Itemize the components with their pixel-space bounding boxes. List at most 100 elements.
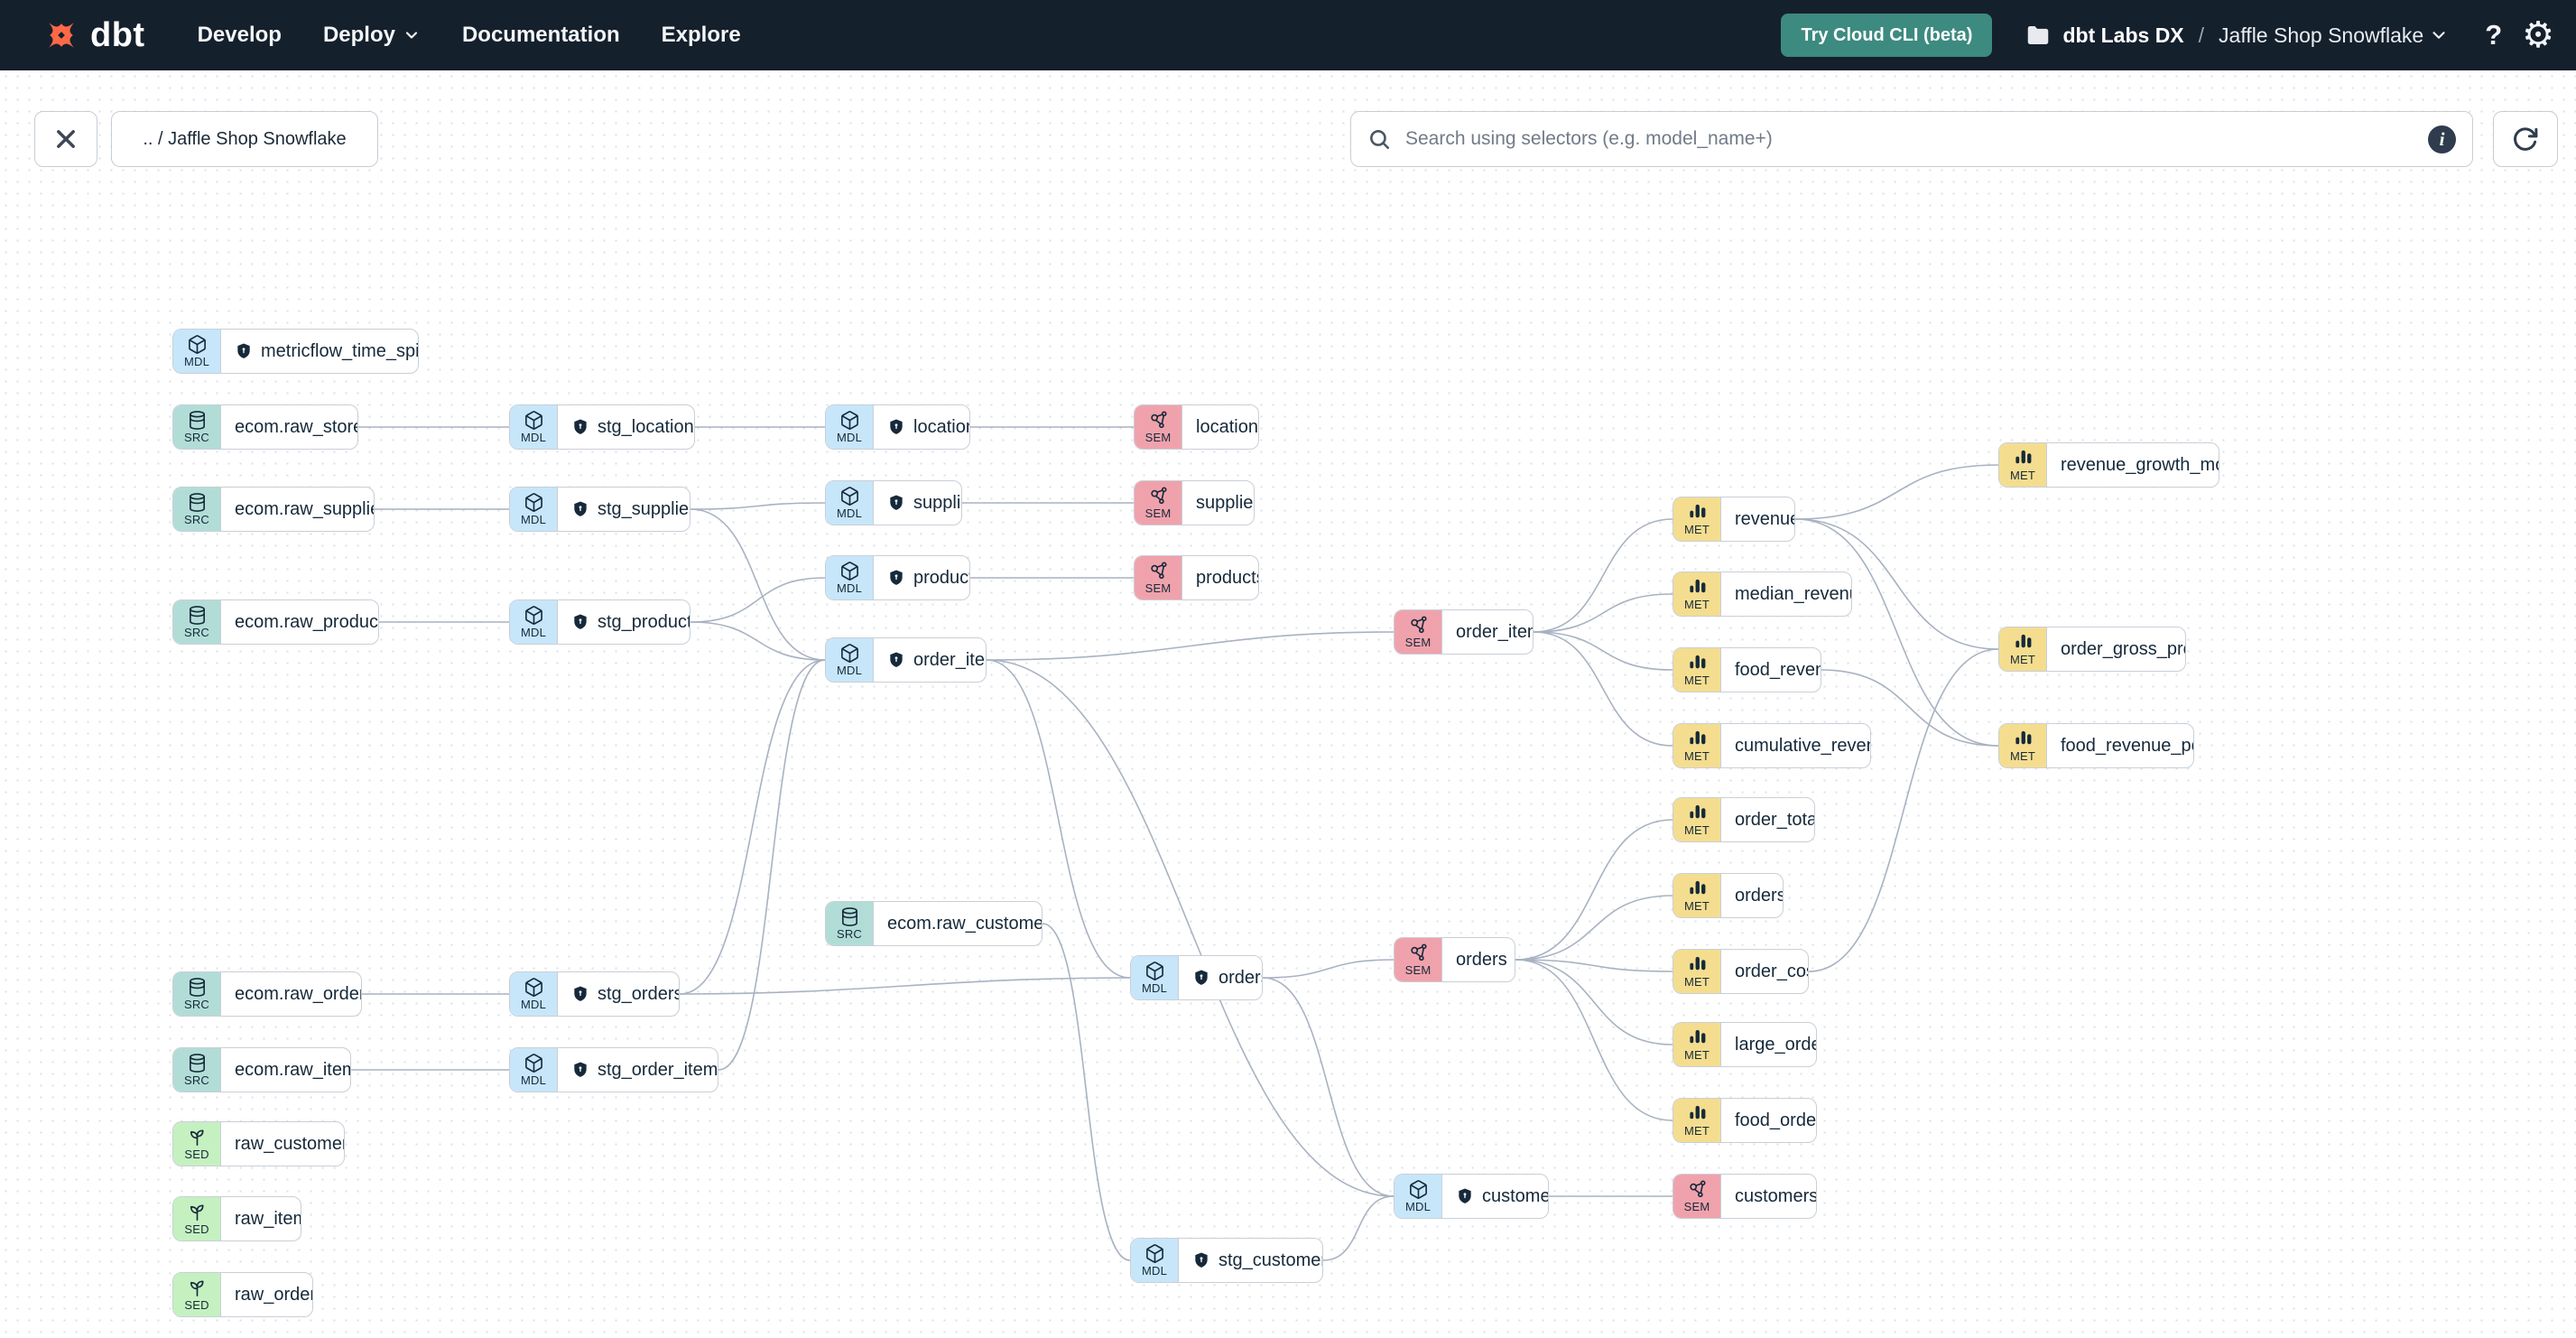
node-type-badge: MDL: [1131, 1239, 1179, 1282]
node-type-tag: MDL: [520, 1073, 547, 1087]
node-type-badge: MDL: [510, 488, 558, 531]
node-label-text: customers: [1735, 1185, 1816, 1206]
node-type-tag: MDL: [1404, 1200, 1432, 1213]
close-icon: [57, 130, 75, 148]
node-type-tag: SEM: [1683, 1200, 1710, 1213]
project-selector[interactable]: Jaffle Shop Snowflake: [2219, 23, 2449, 48]
shield-icon: [571, 1061, 589, 1079]
gear-icon[interactable]: ⚙: [2522, 15, 2554, 55]
cube-icon: [524, 492, 544, 513]
node-type-tag: SRC: [836, 927, 863, 941]
node-customers_sem[interactable]: SEM customers: [1673, 1174, 1817, 1219]
node-label: order_total: [1721, 798, 1814, 841]
node-supplies_mdl[interactable]: MDLsupplies: [825, 480, 962, 525]
node-label: customers: [1442, 1175, 1548, 1218]
selector-search[interactable]: i: [1350, 111, 2473, 167]
node-type-badge: SED: [173, 1197, 221, 1240]
try-cloud-cli-button[interactable]: Try Cloud CLI (beta): [1781, 14, 1993, 57]
info-icon[interactable]: i: [2428, 125, 2456, 153]
node-label: locations: [874, 405, 969, 449]
canvas-breadcrumb[interactable]: .. / Jaffle Shop Snowflake: [111, 111, 378, 167]
node-type-tag: SRC: [183, 1073, 210, 1087]
cube-icon: [839, 643, 860, 664]
node-label: customers: [1721, 1175, 1816, 1218]
nav-item-deploy[interactable]: Deploy: [323, 23, 421, 48]
nav-item-develop[interactable]: Develop: [197, 23, 282, 47]
node-customers_mdl[interactable]: MDL customers: [1394, 1174, 1549, 1219]
project-breadcrumb: dbt Labs DX / Jaffle Shop Snowflake: [2025, 22, 2449, 49]
lineage-canvas[interactable]: [0, 70, 2576, 1338]
node-type-tag: MET: [1683, 1124, 1710, 1138]
cube-icon: [524, 605, 544, 626]
node-label: food_orders: [1721, 1099, 1816, 1142]
nav-item-documentation[interactable]: Documentation: [461, 23, 620, 47]
node-type-tag: MDL: [520, 431, 547, 444]
node-locations_sem[interactable]: SEMlocations: [1134, 404, 1259, 450]
node-type-badge: SEM: [1135, 481, 1182, 525]
node-products_mdl[interactable]: MDLproducts: [825, 555, 970, 600]
shield-icon: [887, 651, 905, 669]
node-products_sem[interactable]: SEMproducts: [1134, 555, 1259, 600]
node-label: stg_supplies: [558, 488, 690, 531]
dbt-logo[interactable]: dbt: [42, 15, 145, 55]
help-icon[interactable]: ?: [2485, 19, 2503, 51]
node-type-badge: MDL: [510, 600, 558, 644]
node-label: supplies: [874, 481, 961, 525]
node-supplies_sem[interactable]: SEMsupplies: [1134, 480, 1255, 525]
search-input[interactable]: [1404, 127, 2428, 151]
shield-icon: [571, 613, 589, 631]
node-orders_mdl[interactable]: MDLorders: [1130, 955, 1263, 1000]
node-label-text: order_total: [1735, 809, 1814, 830]
close-button[interactable]: [34, 111, 97, 167]
metric-icon: [1687, 1027, 1708, 1048]
node-label: food_revenue: [1721, 648, 1821, 692]
node-type-badge: MDL: [826, 556, 874, 599]
node-label-text: customers: [1482, 1185, 1548, 1206]
node-locations_mdl[interactable]: MDLlocations: [825, 404, 970, 450]
shield-icon: [1456, 1187, 1474, 1205]
database-icon: [187, 1053, 208, 1073]
node-type-badge: SEM: [1673, 1175, 1721, 1218]
node-type-tag: MDL: [520, 626, 547, 639]
shield-icon: [887, 569, 905, 587]
refresh-button[interactable]: [2493, 111, 2558, 167]
metric-icon: [2013, 729, 2034, 749]
account-name[interactable]: dbt Labs DX: [2062, 23, 2184, 47]
node-label: order_items: [874, 638, 986, 682]
cube-icon: [839, 410, 860, 431]
node-type-badge: MDL: [510, 972, 558, 1016]
metric-icon: [1687, 1103, 1708, 1124]
nav-item-explore[interactable]: Explore: [661, 23, 741, 47]
node-food_orders_met[interactable]: MET food_orders: [1673, 1098, 1817, 1143]
